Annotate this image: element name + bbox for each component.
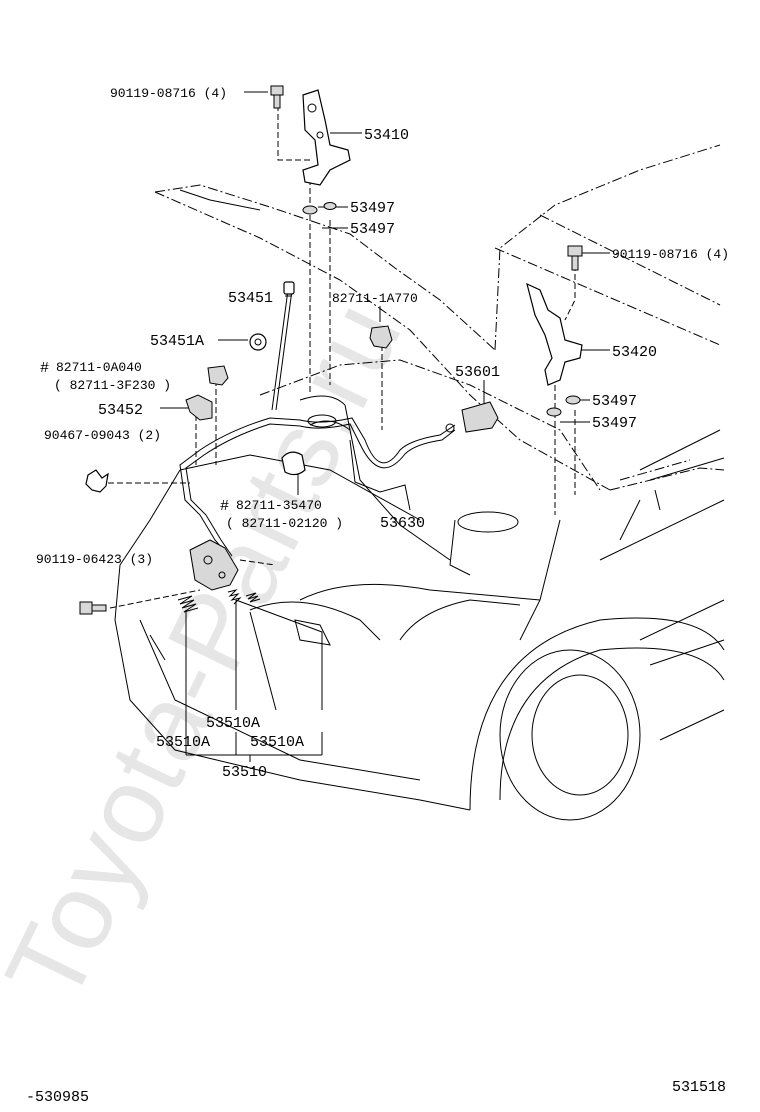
footer-left-code: -530985 xyxy=(26,1089,89,1106)
bolt-right-icon xyxy=(567,245,583,271)
label-bolt-lock: 90119-06423 (3) xyxy=(36,552,153,567)
label-washer-c: 53497 xyxy=(592,393,637,410)
label-mark-1: # xyxy=(40,360,49,377)
grommet-icon xyxy=(249,333,267,351)
label-spring-mid: 53510A xyxy=(206,715,260,732)
spring-left-icon xyxy=(177,595,199,613)
label-lock-assy: 53510 xyxy=(222,764,267,781)
support-rod xyxy=(271,281,295,411)
leader-lines xyxy=(108,91,610,762)
bolt-lock-icon xyxy=(79,601,107,615)
part-labels: 90119-08716 (4) 53410 53497 53497 90119-… xyxy=(36,86,729,781)
label-clamp-1a770: 82711-1A770 xyxy=(332,291,418,306)
spring-right-icon xyxy=(245,592,261,603)
label-spring-left: 53510A xyxy=(156,734,210,751)
label-clamp-3f230: ( 82711-3F230 ) xyxy=(54,378,171,393)
clamp-0a040-icon xyxy=(207,365,229,386)
label-grommet: 53451A xyxy=(150,333,204,350)
hinge-right-icon xyxy=(526,282,583,386)
hinge-left-icon xyxy=(302,89,351,186)
washer-c-icon xyxy=(565,395,581,405)
spring-mid-icon xyxy=(227,589,242,605)
release-cable xyxy=(179,417,456,557)
lock-assy-icon xyxy=(189,539,239,591)
clip-icon xyxy=(85,469,109,493)
footer-right-code: 531518 xyxy=(672,1079,726,1096)
label-clamp-02120: ( 82711-02120 ) xyxy=(226,516,343,531)
washer-b-icon xyxy=(323,202,337,210)
label-washer-d: 53497 xyxy=(592,415,637,432)
label-washer-a: 53497 xyxy=(350,200,395,217)
label-lever: 53601 xyxy=(455,364,500,381)
label-clip: 90467-09043 (2) xyxy=(44,428,161,443)
washer-a-icon xyxy=(302,205,318,215)
label-clamp-35470: 82711-35470 xyxy=(236,498,322,513)
label-hinge-right: 53420 xyxy=(612,344,657,361)
clamp-35470-icon xyxy=(281,451,306,476)
label-bolt-top: 90119-08716 (4) xyxy=(110,86,227,101)
label-washer-b: 53497 xyxy=(350,221,395,238)
label-clamp-0a040: 82711-0A040 xyxy=(56,360,142,375)
holder-icon xyxy=(185,394,213,421)
part-shapes xyxy=(79,85,583,615)
clamp-1a770-icon xyxy=(369,325,393,349)
label-spring-right: 53510A xyxy=(250,734,304,751)
label-bolt-right: 90119-08716 (4) xyxy=(612,247,729,262)
washer-d-icon xyxy=(546,407,562,417)
label-hinge-left: 53410 xyxy=(364,127,409,144)
bolt-top-icon xyxy=(270,85,284,109)
label-holder: 53452 xyxy=(98,402,143,419)
lever-icon xyxy=(461,401,499,433)
label-support-rod: 53451 xyxy=(228,290,273,307)
car-body xyxy=(114,144,725,821)
label-mark-2: # xyxy=(220,498,229,515)
label-cable: 53630 xyxy=(380,515,425,532)
